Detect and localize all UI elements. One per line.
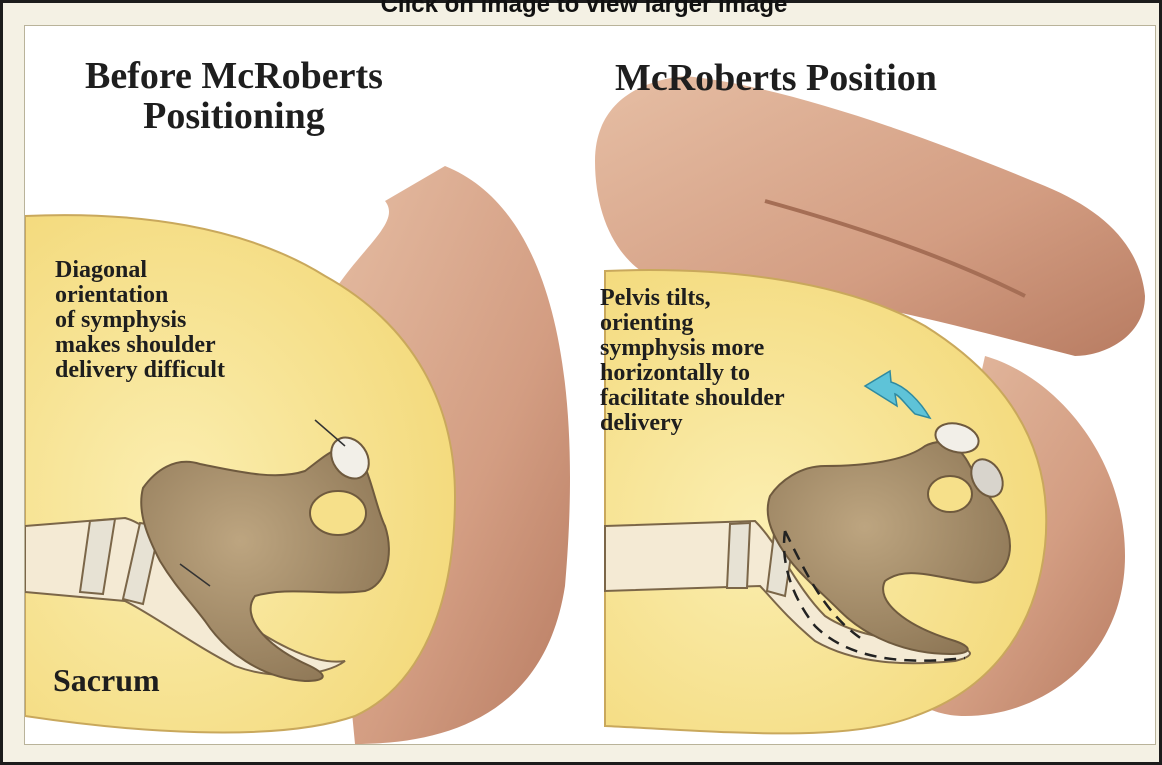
left-annotation-line-3: of symphysis <box>55 308 225 333</box>
right-obturator-foramen <box>928 476 972 512</box>
right-annotation-line-3: symphysis more <box>600 336 785 361</box>
right-annotation-line-1: Pelvis tilts, <box>600 286 785 311</box>
right-annotation-line-2: orienting <box>600 311 785 336</box>
right-annotation-line-5: facilitate shoulder <box>600 386 785 411</box>
illustration[interactable]: Before McRoberts Positioning Diagonal or… <box>24 25 1156 745</box>
left-annotation: Diagonal orientation of symphysis makes … <box>55 258 225 383</box>
left-annotation-line-2: orientation <box>55 283 225 308</box>
left-annotation-line-4: makes shoulder <box>55 333 225 358</box>
left-annotation-line-5: delivery difficult <box>55 358 225 383</box>
right-annotation: Pelvis tilts, orienting symphysis more h… <box>600 286 785 436</box>
left-title-line-1: Before McRoberts <box>85 56 383 96</box>
image-caption-link[interactable]: Click on image to view larger image <box>3 0 1162 19</box>
right-vertebra-1 <box>727 523 750 588</box>
right-title: McRoberts Position <box>615 58 937 98</box>
right-annotation-line-6: delivery <box>600 411 785 436</box>
left-title-line-2: Positioning <box>85 96 383 136</box>
left-panel-drawing <box>25 166 570 744</box>
right-annotation-line-4: horizontally to <box>600 361 785 386</box>
left-title: Before McRoberts Positioning <box>85 56 383 136</box>
left-obturator-foramen <box>310 491 366 535</box>
left-annotation-line-1: Diagonal <box>55 258 225 283</box>
sacrum-label: Sacrum <box>53 662 160 699</box>
